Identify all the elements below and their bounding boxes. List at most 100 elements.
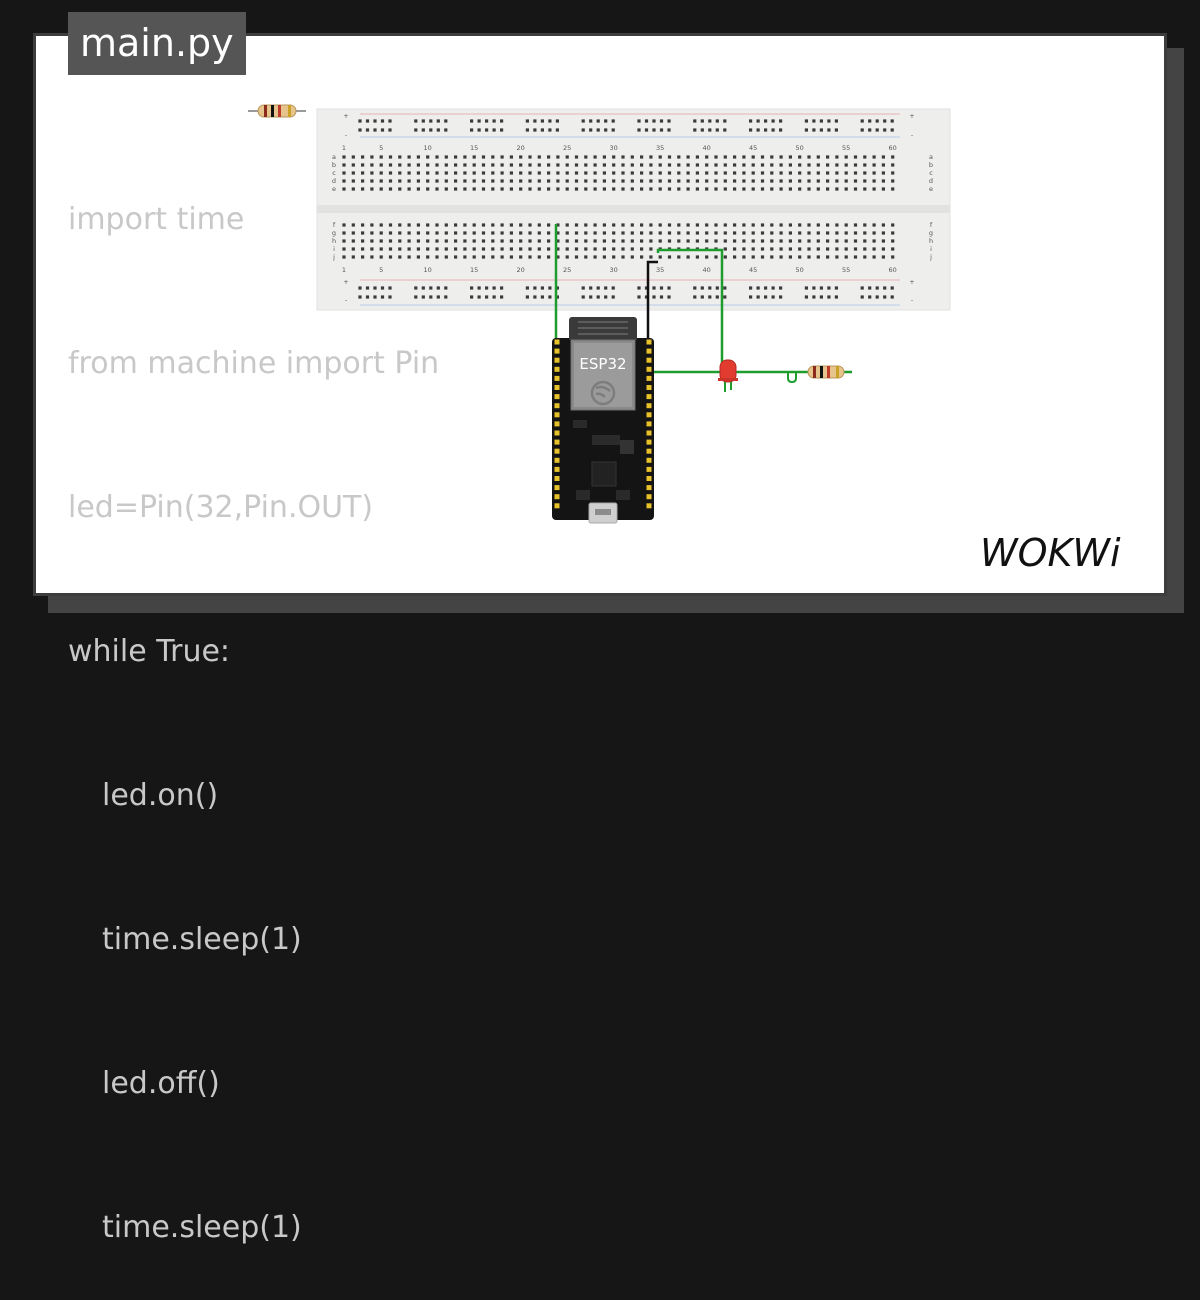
breadboard-hole[interactable] [835,231,839,235]
breadboard-hole[interactable] [426,155,430,159]
breadboard-hole[interactable] [548,295,552,299]
breadboard-hole[interactable] [509,247,513,251]
breadboard-hole[interactable] [764,128,768,132]
breadboard-hole[interactable] [342,171,346,175]
breadboard-hole[interactable] [798,247,802,251]
breadboard-hole[interactable] [379,239,383,243]
breadboard-hole[interactable] [630,247,634,251]
breadboard-hole[interactable] [388,255,393,259]
breadboard-hole[interactable] [700,128,704,132]
breadboard-hole[interactable] [891,231,895,235]
breadboard-hole[interactable] [491,247,495,251]
breadboard-hole[interactable] [485,119,489,123]
breadboard-hole[interactable] [602,155,606,159]
breadboard-hole[interactable] [714,187,718,191]
breadboard-hole[interactable] [649,239,653,243]
breadboard-hole[interactable] [640,223,644,227]
breadboard-hole[interactable] [779,231,783,235]
breadboard-hole[interactable] [693,286,697,290]
breadboard-hole[interactable] [342,239,346,243]
breadboard-hole[interactable] [881,231,885,235]
breadboard-hole[interactable] [779,128,783,132]
breadboard-hole[interactable] [891,179,895,183]
breadboard-hole[interactable] [358,119,362,123]
breadboard-hole[interactable] [537,179,541,183]
breadboard-hole[interactable] [388,295,392,299]
breadboard-hole[interactable] [881,255,885,259]
breadboard-hole[interactable] [807,223,811,227]
breadboard-hole[interactable] [640,239,644,243]
breadboard-hole[interactable] [414,286,418,290]
breadboard-hole[interactable] [492,286,496,290]
breadboard-hole[interactable] [500,255,504,259]
breadboard-hole[interactable] [593,179,597,183]
breadboard-hole[interactable] [416,155,420,159]
breadboard-hole[interactable] [589,286,593,290]
breadboard-hole[interactable] [770,223,774,227]
breadboard-hole[interactable] [414,128,418,132]
breadboard-hole[interactable] [565,231,569,235]
breadboard-hole[interactable] [416,247,420,251]
breadboard-hole[interactable] [756,295,760,299]
breadboard-hole[interactable] [652,295,656,299]
breadboard-hole[interactable] [667,163,672,167]
breadboard-hole[interactable] [426,231,430,235]
esp32-pin[interactable] [554,339,560,345]
breadboard-hole[interactable] [891,247,895,251]
breadboard-hole[interactable] [835,155,839,159]
breadboard-hole[interactable] [444,223,448,227]
breadboard-hole[interactable] [358,128,362,132]
breadboard-hole[interactable] [370,163,374,167]
breadboard-hole[interactable] [429,119,433,123]
breadboard-hole[interactable] [644,295,649,299]
breadboard-hole[interactable] [444,128,448,132]
breadboard-hole[interactable] [500,155,504,159]
breadboard-hole[interactable] [788,223,792,227]
breadboard-hole[interactable] [835,223,839,227]
breadboard-hole[interactable] [872,171,876,175]
breadboard-hole[interactable] [351,187,355,191]
breadboard-hole[interactable] [640,171,644,175]
breadboard-hole[interactable] [826,231,830,235]
breadboard-hole[interactable] [695,239,699,243]
breadboard-hole[interactable] [667,155,672,159]
breadboard-hole[interactable] [693,128,697,132]
breadboard-hole[interactable] [565,239,569,243]
breadboard-hole[interactable] [388,155,393,159]
breadboard-hole[interactable] [733,239,737,243]
breadboard-hole[interactable] [807,247,811,251]
breadboard-hole[interactable] [844,247,848,251]
breadboard-hole[interactable] [779,187,783,191]
breadboard-hole[interactable] [435,231,439,235]
breadboard-hole[interactable] [771,286,775,290]
breadboard-hole[interactable] [388,179,393,183]
breadboard-hole[interactable] [863,171,867,175]
breadboard-hole[interactable] [519,171,523,175]
breadboard-hole[interactable] [435,255,439,259]
esp32-pin[interactable] [646,403,652,409]
breadboard-hole[interactable] [547,155,551,159]
breadboard-hole[interactable] [621,187,625,191]
breadboard-hole[interactable] [519,163,523,167]
breadboard-hole[interactable] [351,155,355,159]
breadboard-hole[interactable] [695,187,699,191]
breadboard-hole[interactable] [421,128,425,132]
breadboard-hole[interactable] [723,295,727,299]
breadboard-hole[interactable] [621,255,625,259]
breadboard-hole[interactable] [373,128,377,132]
breadboard-hole[interactable] [407,247,411,251]
breadboard-hole[interactable] [816,223,820,227]
breadboard-hole[interactable] [658,231,662,235]
breadboard-hole[interactable] [798,223,802,227]
breadboard-hole[interactable] [537,155,541,159]
breadboard-hole[interactable] [472,231,476,235]
breadboard-hole[interactable] [630,223,634,227]
breadboard-hole[interactable] [581,295,585,299]
breadboard-hole[interactable] [593,255,597,259]
breadboard-hole[interactable] [853,255,858,259]
breadboard-hole[interactable] [556,247,560,251]
breadboard-hole[interactable] [708,128,712,132]
breadboard-hole[interactable] [388,187,393,191]
breadboard-hole[interactable] [637,295,641,299]
breadboard-hole[interactable] [883,119,887,123]
